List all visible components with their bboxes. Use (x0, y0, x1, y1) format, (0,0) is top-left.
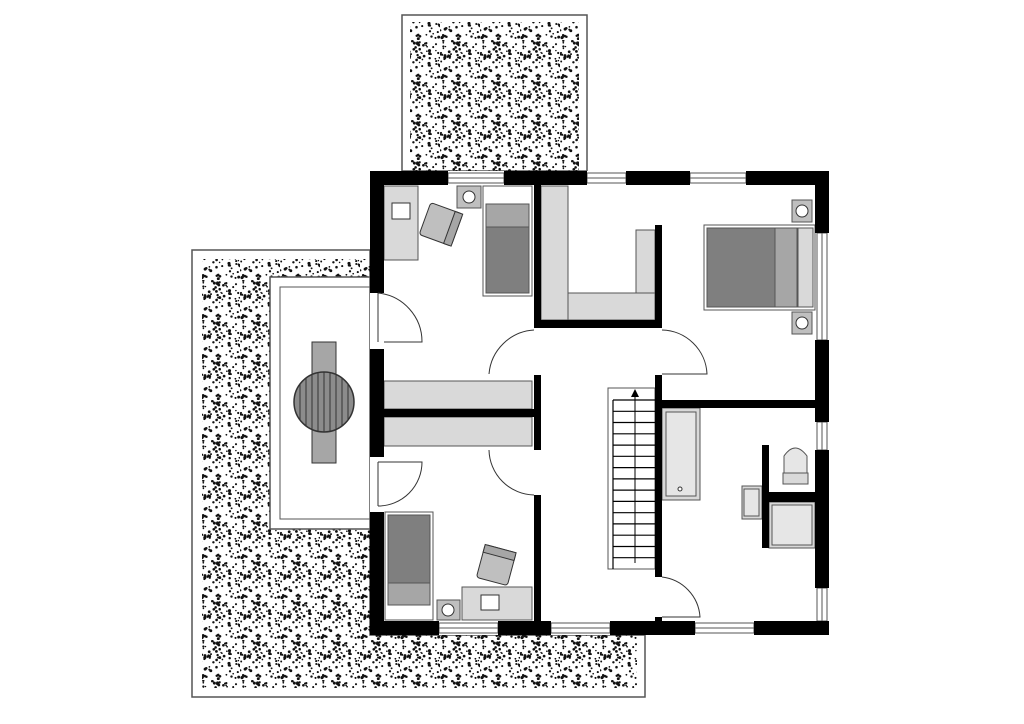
lamp-icon (795, 204, 809, 218)
wall (384, 409, 541, 417)
wall (655, 400, 815, 408)
door-terrace-bottom[interactable] (377, 461, 423, 507)
wall (534, 185, 541, 327)
wardrobe-left (540, 185, 569, 321)
wall (626, 171, 690, 185)
wall (370, 621, 439, 635)
wall (655, 617, 662, 622)
top-balcony (401, 14, 588, 172)
wall (370, 512, 384, 635)
lamp-icon (462, 190, 476, 204)
door-master[interactable] (661, 329, 708, 375)
wall (754, 621, 829, 635)
wall (746, 171, 829, 185)
door-room2[interactable] (488, 449, 535, 496)
closet-lower (383, 416, 533, 447)
chair-room1 (419, 202, 464, 247)
bench-bottom (311, 426, 337, 464)
arrow-up-icon (631, 389, 639, 397)
lamp-icon (441, 603, 455, 617)
wall (370, 349, 384, 457)
door-terrace-top[interactable] (377, 292, 423, 343)
wall (370, 171, 384, 293)
wardrobe-right (635, 229, 656, 294)
doors (377, 292, 708, 618)
wall (370, 171, 448, 185)
closet-upper (383, 380, 533, 410)
desk-room1 (383, 185, 419, 261)
patio-table-set (293, 341, 355, 464)
walls (370, 171, 829, 635)
drain-icon (677, 486, 683, 492)
wall (815, 171, 829, 233)
wall (534, 495, 541, 622)
lamp-icon (795, 316, 809, 330)
staircase (607, 387, 656, 570)
monitor-room2 (480, 594, 500, 611)
wall (498, 621, 551, 635)
wall (815, 340, 829, 422)
wall (815, 450, 829, 588)
toilet-tank (782, 472, 809, 485)
chair-room2 (476, 543, 517, 586)
wall (534, 320, 662, 328)
wall (655, 375, 662, 577)
toilet-bowl (783, 447, 808, 474)
door-room1[interactable] (488, 329, 535, 375)
door-bathroom[interactable] (661, 576, 701, 618)
wall (655, 225, 662, 328)
wall (610, 621, 695, 635)
furniture (383, 185, 816, 621)
wall (762, 492, 815, 502)
wardrobe-bottom (567, 292, 656, 321)
monitor-room1 (391, 202, 411, 220)
wall (504, 171, 587, 185)
